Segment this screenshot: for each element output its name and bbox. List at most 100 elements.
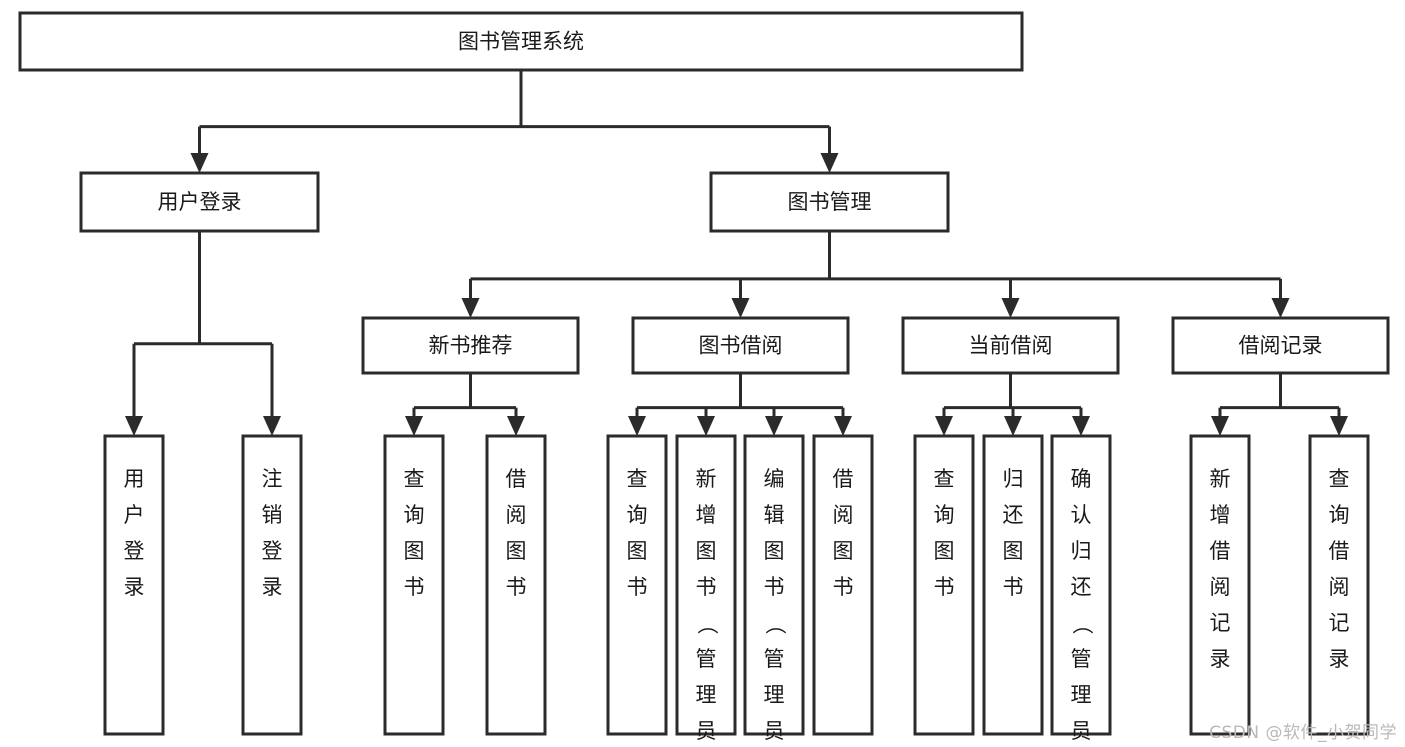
node-label-leaf-borrow-book-2: 书 [833, 575, 854, 599]
node-label-leaf-query-book-1: 书 [404, 575, 425, 599]
node-label-borrow-record: 借阅记录 [1239, 334, 1323, 358]
edge-group-borrow-record [1211, 373, 1348, 436]
node-label-leaf-confirm-return: （ [1070, 614, 1094, 635]
node-label-leaf-user-logout: 注 [262, 467, 283, 491]
node-label-leaf-query-book-3: 图 [934, 539, 955, 563]
node-label-leaf-query-book-3: 查 [934, 467, 955, 491]
node-root[interactable]: 图书管理系统 [18, 11, 1024, 72]
node-label-leaf-query-book-2: 查 [627, 467, 648, 491]
node-box-user-login [79, 171, 320, 233]
node-label-leaf-add-book: 新 [696, 467, 717, 491]
node-box-current-borrow [901, 316, 1120, 375]
node-label-leaf-add-record: 借 [1210, 539, 1231, 563]
nodes-layer: 图书管理系统用户登录图书管理新书推荐图书借阅当前借阅借阅记录用户登录注销登录查询… [18, 11, 1390, 747]
node-label-leaf-user-login: 用 [124, 467, 145, 491]
node-label-leaf-query-record: 记 [1329, 611, 1350, 635]
node-label-leaf-add-record: 阅 [1210, 575, 1231, 599]
arrow-head-icon [190, 153, 209, 173]
arrow-head-icon [628, 416, 646, 436]
node-box-leaf-add-book [675, 434, 737, 736]
node-label-leaf-add-book: 图 [696, 539, 717, 563]
node-label-leaf-edit-book: 编 [764, 467, 785, 491]
node-label-leaf-add-record: 增 [1210, 503, 1231, 527]
node-box-book-manage [709, 171, 950, 233]
node-label-leaf-add-book: （ [695, 614, 719, 635]
node-label-leaf-query-record: 询 [1329, 503, 1350, 527]
node-label-leaf-user-login: 户 [124, 503, 145, 527]
arrow-head-icon [765, 416, 783, 436]
node-label-leaf-return-book: 归 [1003, 467, 1024, 491]
arrow-head-icon [820, 153, 839, 173]
edge-group-root [190, 70, 839, 173]
node-box-leaf-confirm-return [1050, 434, 1112, 736]
node-label-leaf-borrow-book-1: 阅 [506, 503, 527, 527]
node-label-leaf-return-book: 还 [1003, 503, 1024, 527]
arrow-head-icon [405, 416, 423, 436]
node-box-leaf-query-book-2 [606, 434, 668, 736]
node-label-leaf-user-logout: 销 [262, 503, 283, 527]
node-book-borrow[interactable]: 图书借阅 [631, 316, 850, 375]
node-user-login[interactable]: 用户登录 [79, 171, 320, 233]
node-label-leaf-add-book: 员 [696, 719, 717, 743]
node-label-leaf-confirm-return: 还 [1071, 575, 1092, 599]
node-label-leaf-edit-book: 理 [764, 683, 785, 707]
edge-group-new-book-rec [405, 373, 525, 436]
node-label-leaf-borrow-book-1: 书 [506, 575, 527, 599]
node-label-leaf-borrow-book-2: 阅 [833, 503, 854, 527]
arrow-head-icon [731, 298, 750, 318]
node-label-leaf-edit-book: 员 [764, 719, 785, 743]
arrow-head-icon [1330, 416, 1348, 436]
node-label-leaf-query-book-2: 询 [627, 503, 648, 527]
arrow-head-icon [125, 416, 143, 436]
node-label-leaf-user-login: 登 [124, 539, 145, 563]
arrow-head-icon [1271, 298, 1290, 318]
edge-group-book-borrow [628, 373, 852, 436]
arrow-head-icon [1072, 416, 1090, 436]
node-label-leaf-add-record: 录 [1210, 647, 1231, 671]
node-label-leaf-edit-book: （ [763, 614, 787, 635]
node-label-leaf-add-record: 新 [1210, 467, 1231, 491]
node-borrow-record[interactable]: 借阅记录 [1171, 316, 1390, 375]
node-box-leaf-query-book-1 [383, 434, 445, 736]
node-box-leaf-return-book [982, 434, 1044, 736]
node-new-book-rec[interactable]: 新书推荐 [361, 316, 580, 375]
arrow-head-icon [1001, 298, 1020, 318]
node-label-leaf-query-record: 借 [1329, 539, 1350, 563]
node-label-leaf-borrow-book-1: 借 [506, 467, 527, 491]
node-leaf-user-login[interactable]: 用户登录 [103, 434, 165, 736]
node-label-leaf-edit-book: 书 [764, 575, 785, 599]
edge-group-current-borrow [935, 373, 1090, 436]
arrow-head-icon [834, 416, 852, 436]
node-box-leaf-add-record [1189, 434, 1251, 736]
node-label-leaf-query-record: 查 [1329, 467, 1350, 491]
node-box-leaf-user-login [103, 434, 165, 736]
node-label-leaf-borrow-book-2: 借 [833, 467, 854, 491]
node-box-leaf-borrow-book-2 [812, 434, 874, 736]
node-book-manage[interactable]: 图书管理 [709, 171, 950, 233]
node-label-book-manage: 图书管理 [788, 190, 872, 214]
arrow-head-icon [1211, 416, 1229, 436]
node-label-root: 图书管理系统 [458, 30, 584, 54]
node-label-leaf-query-book-3: 书 [934, 575, 955, 599]
arrow-head-icon [935, 416, 953, 436]
node-label-user-login: 用户登录 [158, 190, 242, 214]
arrow-head-icon [461, 298, 480, 318]
node-current-borrow[interactable]: 当前借阅 [901, 316, 1120, 375]
node-label-leaf-confirm-return: 认 [1071, 503, 1092, 527]
node-box-leaf-borrow-book-1 [485, 434, 547, 736]
node-box-new-book-rec [361, 316, 580, 375]
node-label-leaf-add-book: 管 [696, 647, 717, 671]
node-label-leaf-confirm-return: 管 [1071, 647, 1092, 671]
